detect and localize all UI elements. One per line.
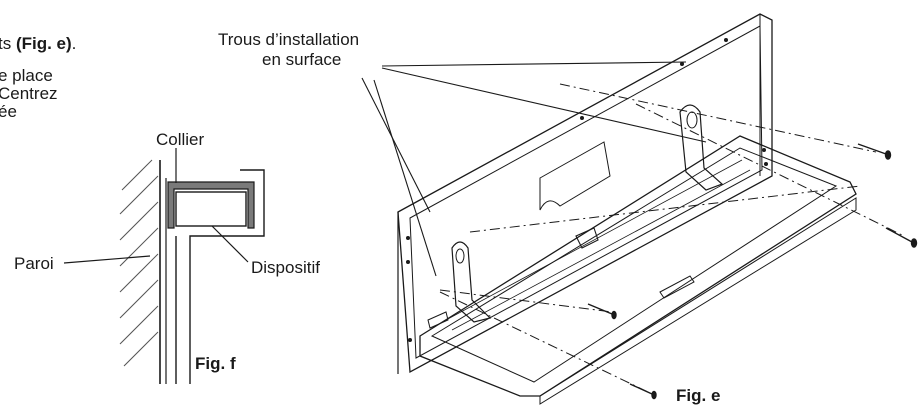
- frame-screws: [406, 38, 768, 342]
- screw-2: [885, 227, 918, 248]
- holes-leaders: [361, 61, 707, 277]
- tray-inner: [430, 147, 838, 383]
- wall-hatching: [119, 159, 159, 367]
- left-latch: [427, 311, 449, 329]
- screw-3: [587, 303, 617, 320]
- wall-leader: [63, 255, 151, 264]
- wall-label: Paroi: [14, 254, 54, 273]
- installation-axes: [439, 83, 905, 393]
- surface-holes-label-line-1: Trous d’installation: [218, 30, 360, 49]
- back-cutout: [539, 141, 611, 211]
- fig-f-section: [63, 148, 265, 384]
- instruction-line-1-text: ts: [0, 34, 12, 53]
- tray-top-edge: [419, 135, 857, 397]
- fig-e-unit: [397, 13, 857, 405]
- device-label: Dispositif: [251, 258, 320, 277]
- fig-e-caption: Fig. e: [676, 386, 721, 405]
- back-frame-inner: [409, 25, 763, 359]
- front-latch: [659, 275, 695, 299]
- fig-e-reference: (Fig. e): [15, 34, 72, 53]
- device-leader: [211, 225, 249, 263]
- fig-f-caption: Fig. f: [195, 354, 236, 373]
- device-shell: [175, 169, 265, 384]
- right-support: [679, 104, 724, 191]
- back-frame-outer: [397, 13, 773, 374]
- tray-front-lip: [539, 197, 857, 405]
- surface-holes-label-line-2: en surface: [262, 50, 342, 69]
- instruction-line-3: Centrez: [0, 84, 58, 103]
- collar-shape: [167, 181, 255, 229]
- instruction-line-1-end: .: [71, 34, 77, 53]
- screw-1: [857, 143, 892, 160]
- collar-label: Collier: [156, 130, 205, 149]
- screws: [587, 143, 918, 400]
- screw-4: [629, 383, 657, 400]
- left-support: [451, 241, 492, 323]
- center-bracket: [575, 227, 599, 249]
- instruction-line-4: ée: [0, 102, 17, 121]
- instruction-line-2: e place: [0, 66, 53, 85]
- device-box: [175, 191, 247, 227]
- instruction-line-1: ts (Fig. e).: [0, 34, 76, 53]
